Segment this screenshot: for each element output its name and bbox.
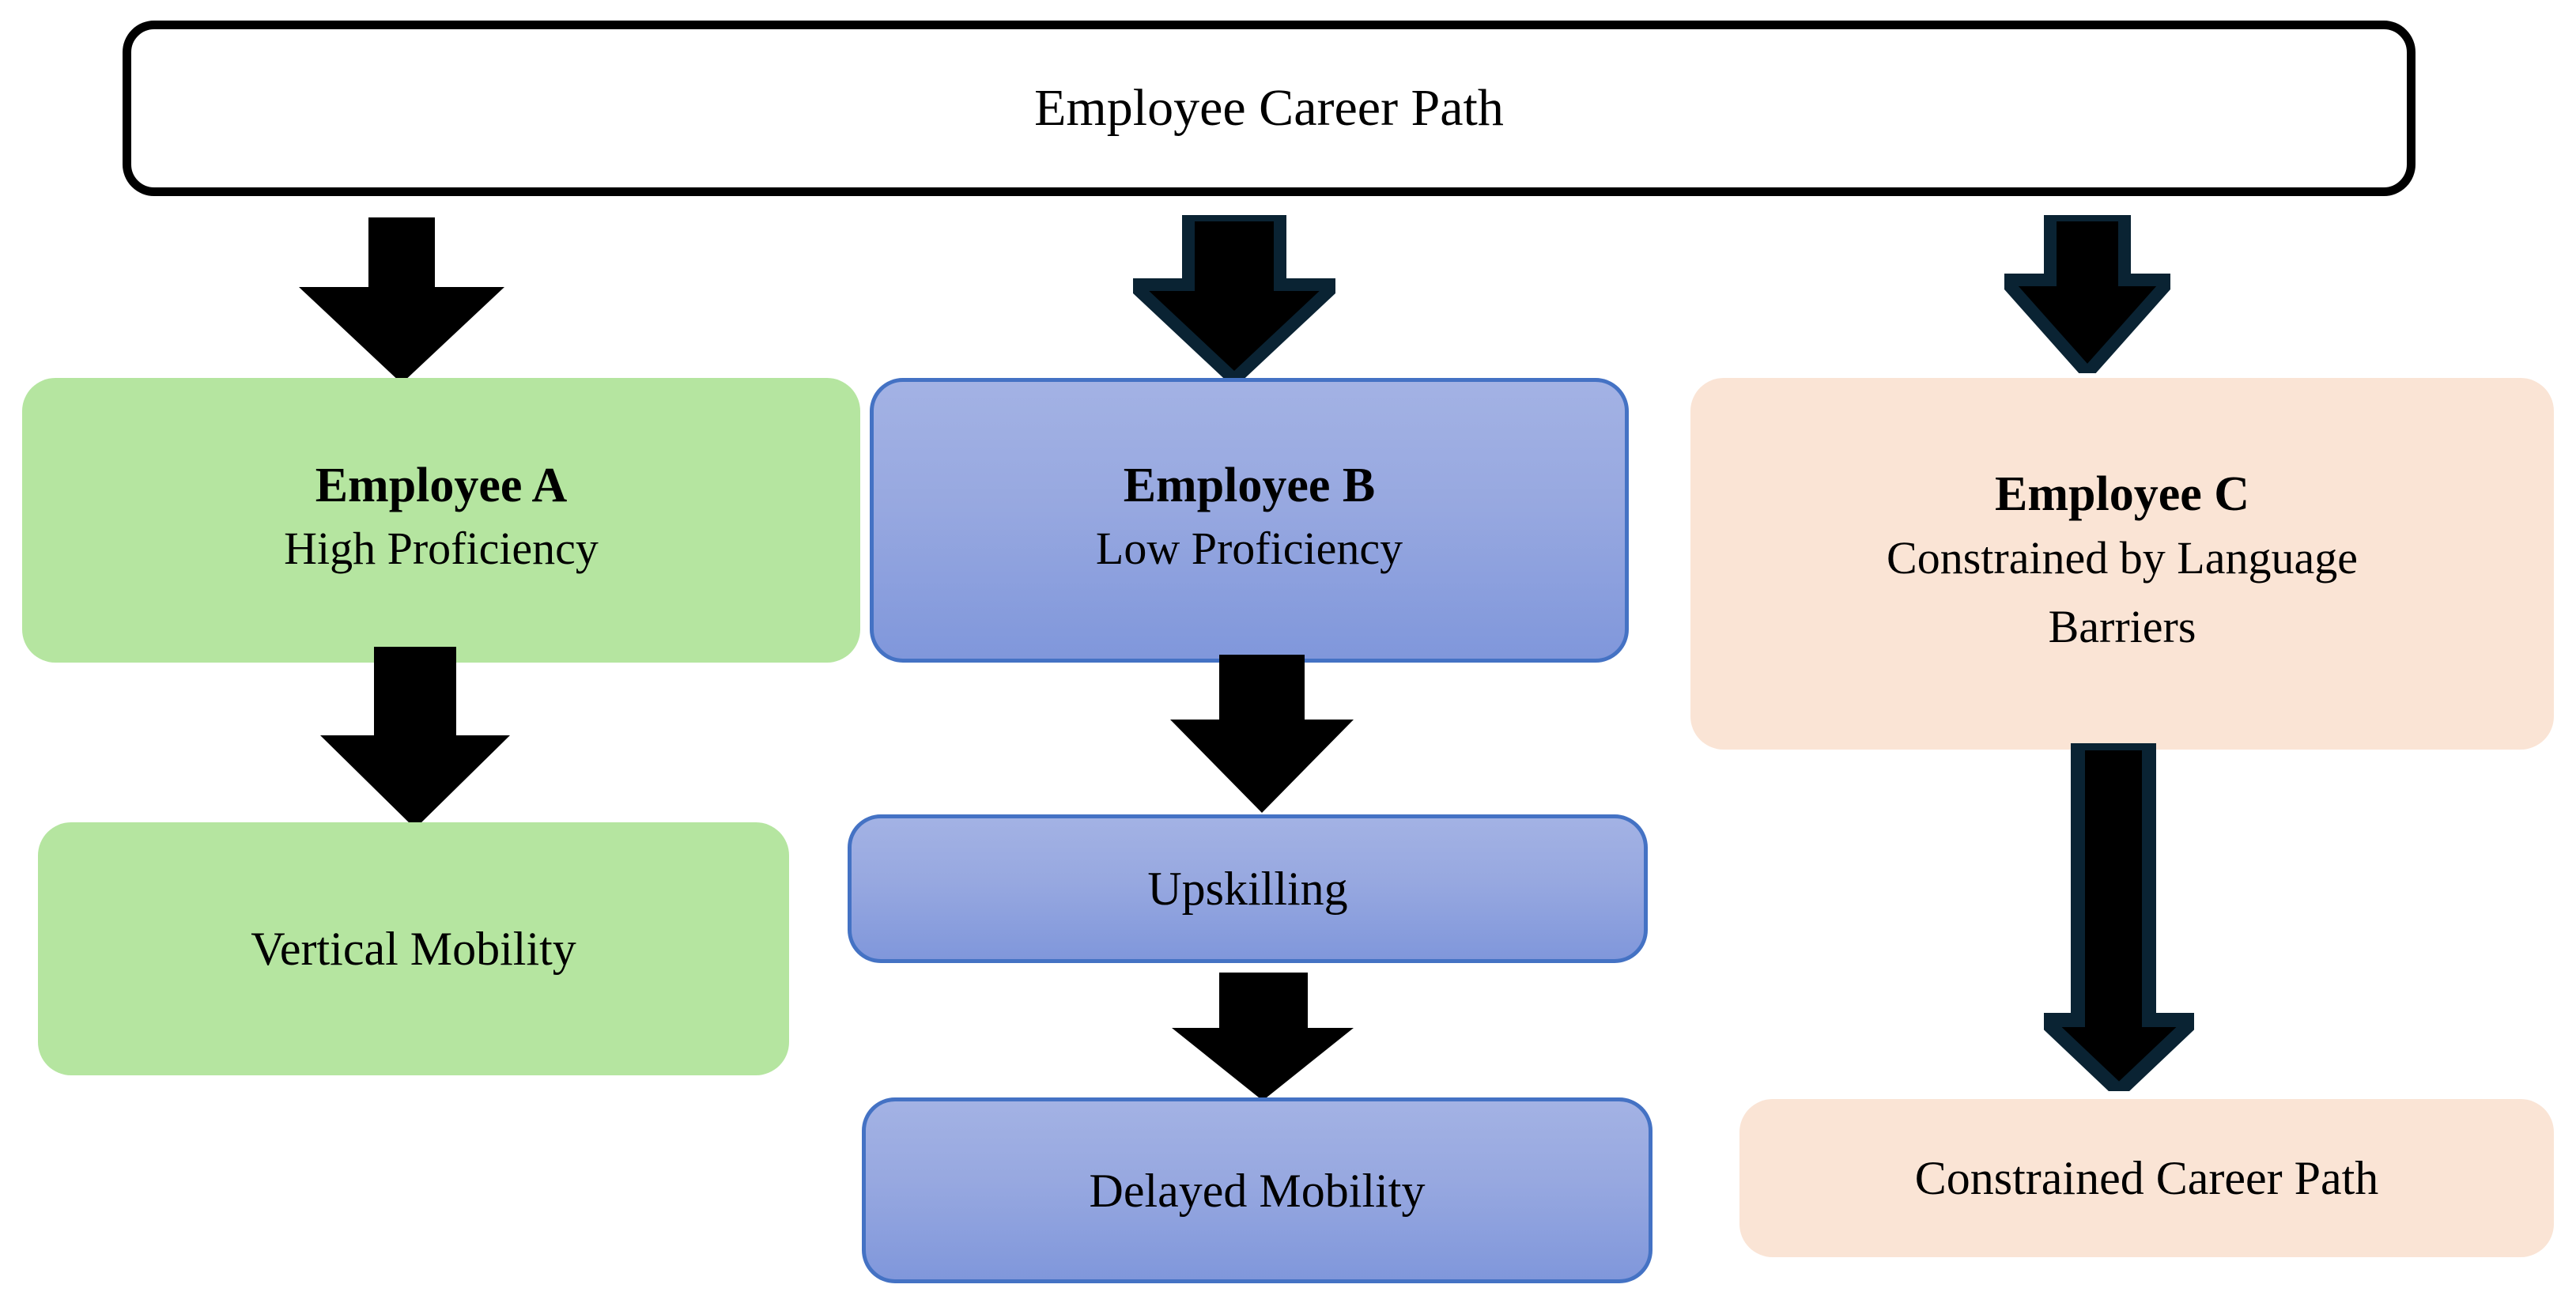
node-label-delayed-mobility: Delayed Mobility — [1089, 1164, 1426, 1217]
node-delayed-mobility[interactable]: Delayed Mobility — [862, 1097, 1652, 1283]
node-subtitle-employee-c-line1: Constrained by Language — [1887, 531, 2358, 584]
node-title-employee-c: Employee C — [1994, 467, 2250, 522]
arrow-root-to-employee-b — [1133, 215, 1335, 380]
arrow-upskilling-to-delayed-mobility — [1172, 973, 1354, 1101]
node-employee-b[interactable]: Employee B Low Proficiency — [870, 378, 1629, 663]
arrow-employee-b-to-upskilling — [1170, 655, 1354, 813]
node-constrained-career-path[interactable]: Constrained Career Path — [1739, 1099, 2554, 1257]
arrow-employee-a-to-vertical-mobility — [320, 647, 510, 829]
arrow-root-to-employee-c — [2004, 215, 2170, 373]
node-vertical-mobility[interactable]: Vertical Mobility — [38, 822, 789, 1075]
node-employee-career-path[interactable]: Employee Career Path — [123, 21, 2415, 196]
node-label-constrained-career-path: Constrained Career Path — [1914, 1152, 2379, 1204]
node-employee-c[interactable]: Employee C Constrained by Language Barri… — [1690, 378, 2554, 750]
node-label-vertical-mobility: Vertical Mobility — [251, 923, 576, 975]
node-subtitle-employee-b: Low Proficiency — [1095, 523, 1403, 575]
node-label-root: Employee Career Path — [1034, 78, 1504, 137]
node-employee-a[interactable]: Employee A High Proficiency — [22, 378, 860, 663]
node-upskilling[interactable]: Upskilling — [848, 814, 1648, 963]
arrow-employee-c-to-constrained-career-path — [2044, 743, 2194, 1091]
node-title-employee-b: Employee B — [1123, 458, 1376, 512]
node-title-employee-a: Employee A — [315, 458, 568, 512]
node-label-upskilling: Upskilling — [1147, 863, 1348, 915]
node-subtitle-employee-a: High Proficiency — [284, 523, 599, 575]
node-subtitle-employee-c-line2: Barriers — [2048, 600, 2196, 652]
arrow-root-to-employee-a — [299, 217, 504, 383]
